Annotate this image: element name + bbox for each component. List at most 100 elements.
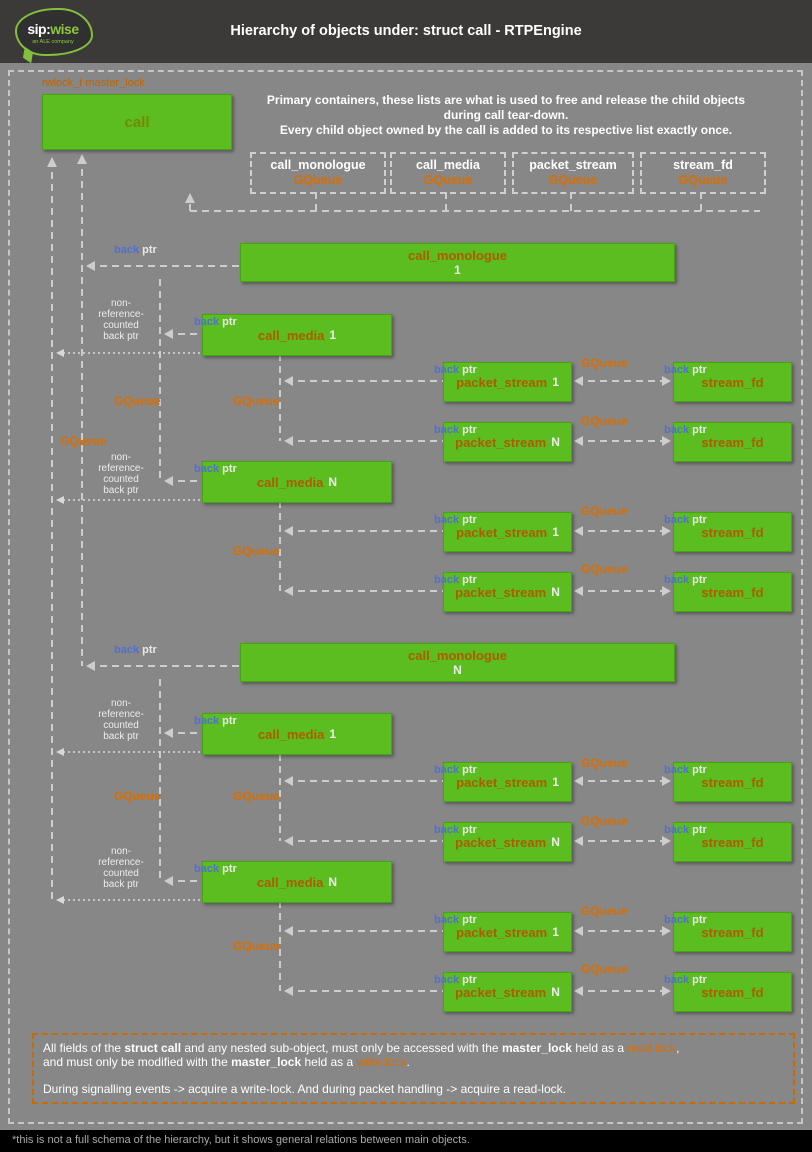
gqueue-label: GQueue xyxy=(233,939,280,953)
node-name: stream_fd xyxy=(701,524,764,540)
node-name: packet_stream xyxy=(455,984,547,1000)
back-word: back xyxy=(434,974,460,986)
note-text: held as a xyxy=(301,1055,357,1069)
gqueue-label: GQueue xyxy=(233,544,280,558)
ptr-word: ptr xyxy=(462,974,477,986)
back-ptr-label: back ptr xyxy=(114,244,157,256)
back-ptr-label: back ptr xyxy=(664,364,707,376)
back-word: back xyxy=(194,463,220,475)
back-ptr-label: back ptr xyxy=(664,574,707,586)
ptr-word: ptr xyxy=(462,914,477,926)
nonref-line: back ptr xyxy=(103,485,139,496)
node-stream-fd: stream_fd xyxy=(673,822,792,862)
gqueue-label: GQueue xyxy=(581,414,628,428)
queue-list-call-media: call_media GQueue xyxy=(390,152,506,194)
note-master-lock: master_lock xyxy=(501,1041,572,1055)
back-ptr-label: back ptr xyxy=(194,463,237,475)
back-word: back xyxy=(434,824,460,836)
write-lock-link[interactable]: write lock xyxy=(356,1055,407,1069)
back-word: back xyxy=(664,764,690,776)
node-call-media-1: call_media 1 xyxy=(202,713,392,755)
nonref-line: non- xyxy=(110,452,131,463)
queue-list-stream-fd: stream_fd GQueue xyxy=(640,152,766,194)
note-text: held as a xyxy=(571,1041,628,1055)
back-ptr-label: back ptr xyxy=(434,424,477,436)
back-word: back xyxy=(114,644,140,656)
intro-text: Primary containers, these lists are what… xyxy=(248,93,764,138)
node-name: packet_stream xyxy=(456,374,548,390)
node-name: packet_stream xyxy=(456,524,548,540)
nonref-line: counted xyxy=(103,720,139,731)
node-call-monologue-n: call_monologue N xyxy=(240,643,675,682)
back-word: back xyxy=(194,715,220,727)
node-stream-fd: stream_fd xyxy=(673,362,792,402)
nonref-line: back ptr xyxy=(103,731,139,742)
back-ptr-label: back ptr xyxy=(664,514,707,526)
note-text: , xyxy=(676,1041,680,1055)
nonref-line: counted xyxy=(103,868,139,879)
ptr-word: ptr xyxy=(222,316,237,328)
back-ptr-label: back ptr xyxy=(664,424,707,436)
node-name: call_media xyxy=(257,327,325,343)
node-name: call_media xyxy=(257,726,325,742)
back-ptr-label: back ptr xyxy=(194,316,237,328)
sipwise-logo: sip:wise an ALE company xyxy=(13,6,93,64)
back-word: back xyxy=(194,316,220,328)
node-index: 1 xyxy=(454,263,461,277)
logo-wordmark: sip:wise xyxy=(13,21,93,37)
gqueue-label: GQueue xyxy=(581,962,628,976)
nonref-line: reference- xyxy=(98,857,144,868)
queue-list-call-monologue: call_monologue GQueue xyxy=(250,152,386,194)
queue-list-name: packet_stream xyxy=(529,158,617,172)
nonref-backptr-label: non- reference- counted back ptr xyxy=(90,698,152,742)
nonref-line: counted xyxy=(103,320,139,331)
back-word: back xyxy=(114,244,140,256)
note-text: and must only be modified with the xyxy=(43,1055,232,1069)
back-ptr-label: back ptr xyxy=(434,824,477,836)
note-text: . xyxy=(406,1055,410,1069)
ptr-word: ptr xyxy=(692,974,707,986)
ptr-word: ptr xyxy=(462,824,477,836)
ptr-word: ptr xyxy=(462,764,477,776)
queue-list-name: call_monologue xyxy=(270,158,366,172)
nonref-line: non- xyxy=(110,298,131,309)
gqueue-label: GQueue xyxy=(581,814,628,828)
nonref-backptr-label: non- reference- counted back ptr xyxy=(90,452,152,496)
note-line-3: During signalling events -> acquire a wr… xyxy=(43,1082,566,1096)
ptr-word: ptr xyxy=(462,364,477,376)
ptr-word: ptr xyxy=(692,914,707,926)
ptr-word: ptr xyxy=(222,463,237,475)
note-master-lock: master_lock xyxy=(231,1055,302,1069)
node-name: call_monologue xyxy=(408,248,507,263)
read-lock-link[interactable]: read lock xyxy=(627,1041,677,1055)
node-name: packet_stream xyxy=(455,584,547,600)
gqueue-label: GQueue xyxy=(581,756,628,770)
back-ptr-label: back ptr xyxy=(434,914,477,926)
ptr-word: ptr xyxy=(142,244,157,256)
note-struct-call: struct call xyxy=(124,1041,182,1055)
logo-sip-text: sip: xyxy=(27,21,51,37)
node-index: N xyxy=(453,663,462,677)
gqueue-label: GQueue xyxy=(581,504,628,518)
queue-list-type: GQueue xyxy=(293,173,343,187)
gqueue-label: GQueue xyxy=(114,394,161,408)
gqueue-label: GQueue xyxy=(114,789,161,803)
page-title: Hierarchy of objects under: struct call … xyxy=(230,23,582,39)
back-word: back xyxy=(434,914,460,926)
ptr-word: ptr xyxy=(462,424,477,436)
back-ptr-label: back ptr xyxy=(434,514,477,526)
node-index: N xyxy=(328,875,338,889)
footer-bar: *this is not a full schema of the hierar… xyxy=(0,1130,812,1152)
node-name: call_media xyxy=(256,474,324,490)
node-index: 1 xyxy=(329,727,337,741)
node-index: 1 xyxy=(552,525,559,539)
ptr-word: ptr xyxy=(692,514,707,526)
back-word: back xyxy=(664,574,690,586)
ptr-word: ptr xyxy=(222,863,237,875)
